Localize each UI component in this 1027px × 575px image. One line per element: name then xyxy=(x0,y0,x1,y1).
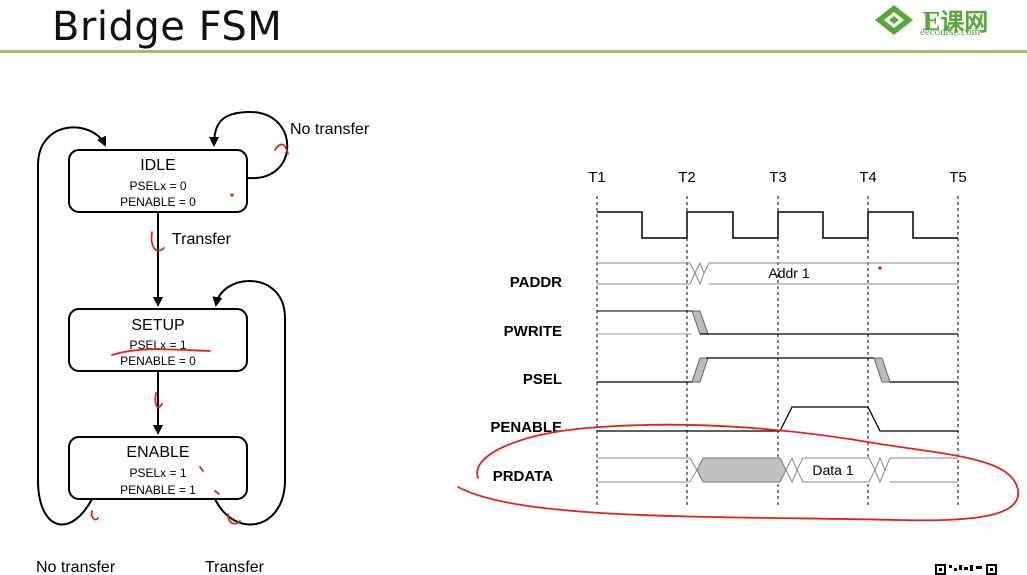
signal-label-prdata: PRDATA xyxy=(493,468,553,485)
psel-underline-annotation xyxy=(111,348,211,356)
dot-annotation-idle xyxy=(230,193,234,197)
enable-to-setup-arrow xyxy=(212,279,286,526)
dot-annotation-addr xyxy=(878,266,882,270)
state-idle: IDLE PSELx = 0 PENABLE = 0 xyxy=(68,149,248,213)
handwritten-annotations xyxy=(90,143,1020,525)
state-enable-penable: PENABLE = 1 xyxy=(120,483,196,497)
state-idle-name: IDLE xyxy=(140,157,176,174)
tick-mark-annotation-enable-left xyxy=(90,510,99,521)
enable-loop-label-no-transfer: No transfer xyxy=(36,559,116,575)
clock-waveform xyxy=(597,211,958,239)
tick-mark-annotation-psel xyxy=(199,466,204,472)
state-setup-psel: PSELx = 1 xyxy=(129,338,186,352)
enable-to-idle-arrow xyxy=(37,126,107,526)
tick-mark-annotation-idle-loop xyxy=(274,143,289,155)
state-enable-name: ENABLE xyxy=(126,444,189,461)
paddr-value: Addr 1 xyxy=(768,265,809,281)
prdata-circle-annotation xyxy=(457,423,1020,522)
logo-brand-text: E课网 xyxy=(922,7,989,36)
state-setup-name: SETUP xyxy=(131,317,184,334)
state-enable-psel: PSELx = 1 xyxy=(129,466,186,480)
signal-label-paddr: PADDR xyxy=(510,274,562,291)
tick-mark-annotation-penable xyxy=(214,490,220,495)
psel-waveform xyxy=(597,357,958,383)
slide-title: Bridge FSM xyxy=(52,4,283,50)
state-setup-penable: PENABLE = 0 xyxy=(120,354,196,368)
tick-mark-annotation-setup xyxy=(154,392,163,409)
prdata-value: Data 1 xyxy=(812,462,853,478)
tick-mark-annotation-enable-right xyxy=(227,513,241,525)
penable-waveform xyxy=(597,406,958,432)
timing-diagram: T1 T2 T3 T4 T5 PADDR PWRITE PSEL PENABLE… xyxy=(490,169,967,505)
paddr-waveform xyxy=(597,261,958,286)
pwrite-waveform xyxy=(597,310,958,335)
signal-label-psel: PSEL xyxy=(523,371,562,388)
qr-code-icon xyxy=(935,564,997,575)
tick-label-t4: T4 xyxy=(859,169,877,186)
idle-loop-label: No transfer xyxy=(290,121,370,138)
tick-label-t1: T1 xyxy=(588,169,606,186)
prdata-waveform xyxy=(597,456,958,484)
title-divider xyxy=(0,50,1027,53)
state-idle-psel: PSELx = 0 xyxy=(129,179,186,193)
signal-label-penable: PENABLE xyxy=(490,419,562,436)
tick-label-t2: T2 xyxy=(678,169,696,186)
state-idle-penable: PENABLE = 0 xyxy=(120,195,196,209)
logo-site-text: eecourse.com xyxy=(920,26,981,38)
signal-label-pwrite: PWRITE xyxy=(504,323,562,340)
diamond-logo-icon xyxy=(875,5,913,35)
state-enable: ENABLE PSELx = 1 PENABLE = 1 xyxy=(68,436,248,500)
idle-to-setup-label: Transfer xyxy=(172,231,232,248)
tick-label-t3: T3 xyxy=(769,169,787,186)
tick-mark-annotation-transfer xyxy=(150,231,165,252)
brand-logo: E课网 eecourse.com xyxy=(872,2,1002,42)
fsm-diagram: IDLE PSELx = 0 PENABLE = 0 SETUP PSELx =… xyxy=(36,110,370,575)
state-setup: SETUP PSELx = 1 PENABLE = 0 xyxy=(68,308,248,372)
enable-loop-label-transfer: Transfer xyxy=(205,559,265,575)
idle-self-loop-arrow xyxy=(209,110,289,180)
tick-label-t5: T5 xyxy=(949,169,967,186)
